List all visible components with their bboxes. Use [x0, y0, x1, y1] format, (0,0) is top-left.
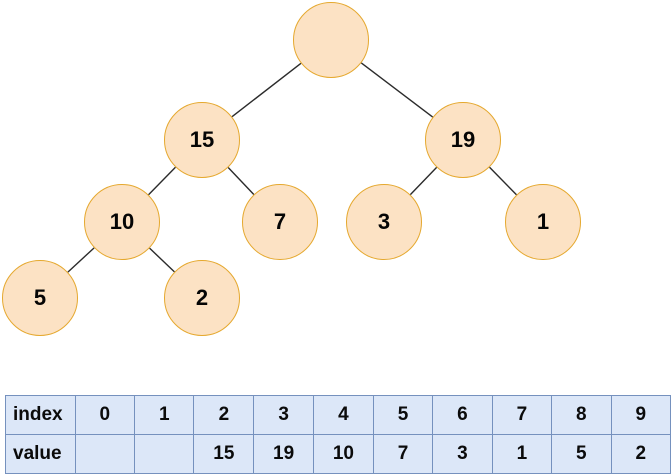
tree-edges-canvas [67, 62, 517, 273]
tree-edge-n15-n10 [148, 166, 176, 196]
tree-node-label: 19 [450, 127, 476, 152]
value-cell-3: 19 [253, 434, 314, 474]
index-cell-6: 6 [432, 395, 493, 435]
value-cell-7: 1 [491, 434, 553, 474]
tree-node-n19: 19 [425, 102, 501, 178]
tree-node-root [293, 2, 369, 78]
tree-node-label: 3 [377, 209, 391, 234]
tree-edge-n19-n1 [489, 166, 517, 196]
tree-node-n1: 1 [505, 184, 581, 260]
value-cell-5: 7 [372, 434, 434, 474]
value-cell-2: 15 [193, 434, 255, 474]
index-cell-9: 9 [610, 395, 671, 435]
tree-node-n7: 7 [242, 184, 318, 260]
tree-node-label: 15 [189, 127, 215, 152]
tree-edge-n10-n2 [149, 247, 175, 273]
value-cell-4: 10 [313, 434, 374, 474]
index-cell-1: 1 [134, 395, 195, 435]
index-cell-0: 0 [74, 395, 136, 435]
tree-node-label: 10 [109, 209, 135, 234]
tree-edge-n19-n3 [409, 166, 438, 196]
tree-edge-root-n15 [231, 62, 302, 118]
tree-node-label: 5 [33, 285, 47, 310]
index-cell-4: 4 [313, 395, 374, 435]
tree-node-n3: 3 [346, 184, 422, 260]
value-cell-0 [74, 434, 136, 474]
value-cell-8: 5 [551, 434, 612, 474]
value-cell-1 [134, 434, 195, 474]
index-cell-8: 8 [551, 395, 612, 435]
value-row-label: value [5, 434, 76, 474]
tree-edge-n10-n5 [67, 247, 95, 273]
value-cell-9: 2 [610, 434, 671, 474]
tree-edge-root-n19 [360, 62, 434, 118]
tree-edge-n15-n7 [227, 167, 255, 195]
index-cell-5: 5 [372, 395, 434, 435]
tree-node-label: 2 [195, 285, 209, 310]
value-cell-6: 3 [432, 434, 493, 474]
index-row-label: index [5, 395, 76, 435]
index-cell-2: 2 [193, 395, 255, 435]
tree-node-n5: 5 [2, 260, 78, 336]
index-cell-7: 7 [491, 395, 553, 435]
tree-node-label: 7 [273, 209, 287, 234]
tree-node-n10: 10 [84, 184, 160, 260]
tree-node-n2: 2 [164, 260, 240, 336]
index-cell-3: 3 [253, 395, 314, 435]
tree-node-n15: 15 [164, 102, 240, 178]
tree-node-label: 1 [536, 209, 550, 234]
